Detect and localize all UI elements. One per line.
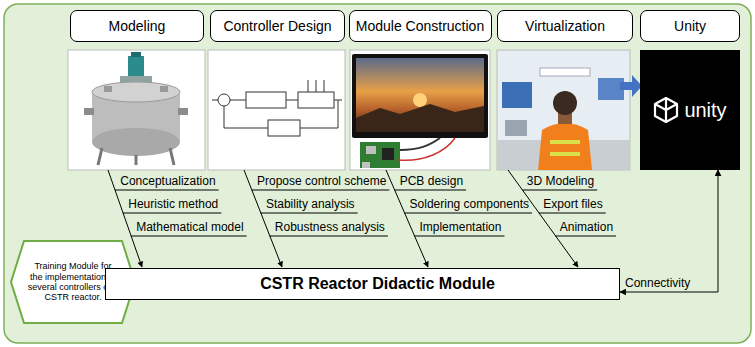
leader-line (115, 190, 219, 191)
step-label: Export files (543, 197, 602, 211)
step-label: Propose control scheme (257, 174, 386, 188)
step-label: Animation (560, 220, 613, 234)
leader-line (522, 190, 597, 191)
step-label: Stability analysis (266, 197, 355, 211)
step-label: Soldering components (410, 197, 529, 211)
leader-line (539, 213, 606, 214)
step-label: Heuristic method (128, 197, 218, 211)
connector (620, 170, 718, 292)
stage-header: Module Construction (349, 10, 492, 42)
leader-line (252, 190, 390, 191)
leader-line (270, 236, 388, 237)
leader-line (555, 236, 616, 237)
unity-logo-box: unity (640, 50, 740, 170)
module-bar: CSTR Reactor Didactic Module (105, 268, 620, 300)
reactor-picture (68, 50, 205, 170)
step-label: Mathematical model (136, 220, 243, 234)
leader-line (404, 213, 532, 214)
unity-cube-icon (653, 96, 679, 124)
step-label: Conceptualization (120, 174, 215, 188)
connector-label: Connectivity (625, 276, 690, 290)
background-panel (4, 4, 751, 343)
screen-board-picture (350, 50, 490, 170)
node-text: Module Construction (356, 18, 484, 34)
leader-line (414, 236, 504, 237)
blue-arrow (620, 75, 642, 97)
step-label: PCB design (400, 174, 463, 188)
node-text: unity (684, 99, 726, 122)
leader-line (261, 213, 358, 214)
node-text: Modeling (109, 18, 166, 34)
virtual-scene-picture (497, 50, 630, 170)
stage-header: Unity (640, 10, 740, 42)
stage-header: Modeling (70, 10, 204, 42)
leader-line (395, 190, 467, 191)
node-text: Virtualization (525, 18, 605, 34)
leader-line (123, 213, 221, 214)
step-label: Robustness analysis (275, 220, 385, 234)
block-diagram-picture (208, 50, 345, 170)
stage-header: Virtualization (497, 10, 633, 42)
node-text: Unity (674, 18, 706, 34)
node-text: CSTR Reactor Didactic Module (260, 275, 495, 293)
stage-header: Controller Design (210, 10, 345, 42)
leader-line (131, 236, 247, 237)
leader-lines (108, 170, 616, 267)
node-text: Controller Design (223, 18, 331, 34)
step-label: Implementation (419, 220, 501, 234)
step-label: 3D Modeling (527, 174, 594, 188)
